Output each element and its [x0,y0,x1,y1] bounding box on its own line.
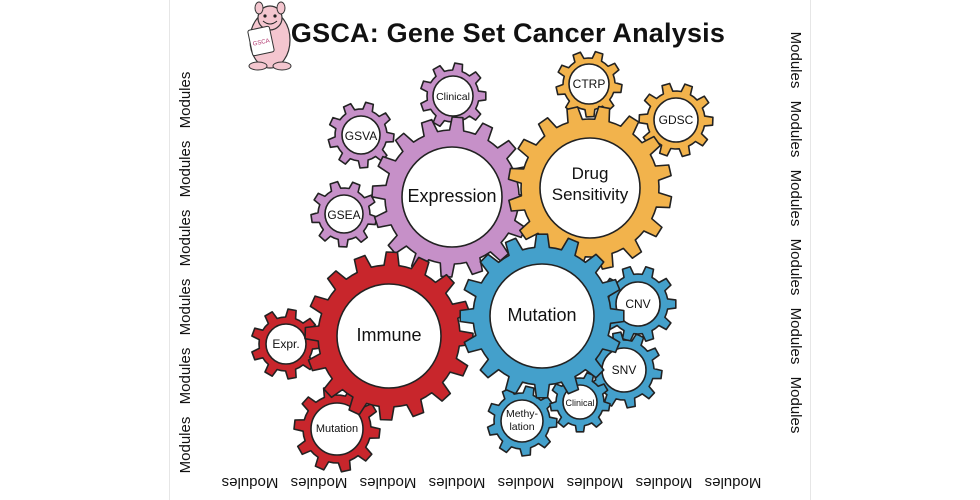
modules-word-13: Modules [291,474,348,491]
modules-word-14: Modules [360,474,417,491]
modules-word-9: Modules [787,239,804,296]
gear-label-expression: Expression [407,186,496,206]
gear-label-clinical-top: Clinical [436,91,470,103]
modules-word-0: Modules [177,417,194,474]
gear-label-gdsc: GDSC [659,113,694,127]
gear-label-gsva: GSVA [345,129,377,143]
gear-ctrp [555,50,623,118]
gear-label-snv: SNV [612,363,637,377]
modules-word-16: Modules [498,474,555,491]
modules-word-8: Modules [787,170,804,227]
modules-word-6: Modules [787,32,804,89]
gear-gsva [327,101,395,169]
modules-word-11: Modules [787,377,804,434]
modules-word-1: Modules [177,348,194,405]
mascot-book-text: GSCA [252,38,270,47]
gear-gdsc [638,82,714,158]
modules-word-17: Modules [567,474,624,491]
modules-word-7: Modules [787,101,804,158]
gear-label-methylation-2: lation [509,421,534,433]
modules-border: ModulesModulesModulesModulesModulesModul… [177,32,804,491]
gear-label-cnv: CNV [625,297,650,311]
modules-word-2: Modules [177,279,194,336]
gear-label-gsea: GSEA [327,208,360,222]
modules-word-15: Modules [429,474,486,491]
gear-immune [304,251,474,421]
gear-expression [371,116,533,278]
gear-drug [507,105,673,271]
gear-label-mutation-small: Mutation [316,423,358,435]
gear-mutation [459,233,625,399]
page-title: GSCA: Gene Set Cancer Analysis [290,18,726,48]
gear-clinical-top [420,62,487,130]
gear-label-drug-1: Drug [572,164,609,183]
gear-label-mutation: Mutation [507,305,576,325]
modules-word-19: Modules [705,474,762,491]
gear-methylation [486,385,558,457]
modules-word-18: Modules [636,474,693,491]
gear-label-drug-2: Sensitivity [552,185,629,204]
gear-gsea [310,180,378,248]
modules-word-12: Modules [222,474,279,491]
mascot-icon: GSCA [247,1,292,71]
gear-expr [251,308,322,380]
modules-word-3: Modules [177,210,194,267]
modules-word-10: Modules [787,308,804,365]
gear-label-ctrp: CTRP [573,77,606,91]
gear-label-immune: Immune [356,325,421,345]
gear-label-methylation-1: Methy- [506,408,539,420]
modules-word-4: Modules [177,141,194,198]
gear-label-clinical-small: Clinical [565,398,594,408]
modules-word-5: Modules [177,72,194,129]
gear-label-expr: Expr. [272,337,299,351]
